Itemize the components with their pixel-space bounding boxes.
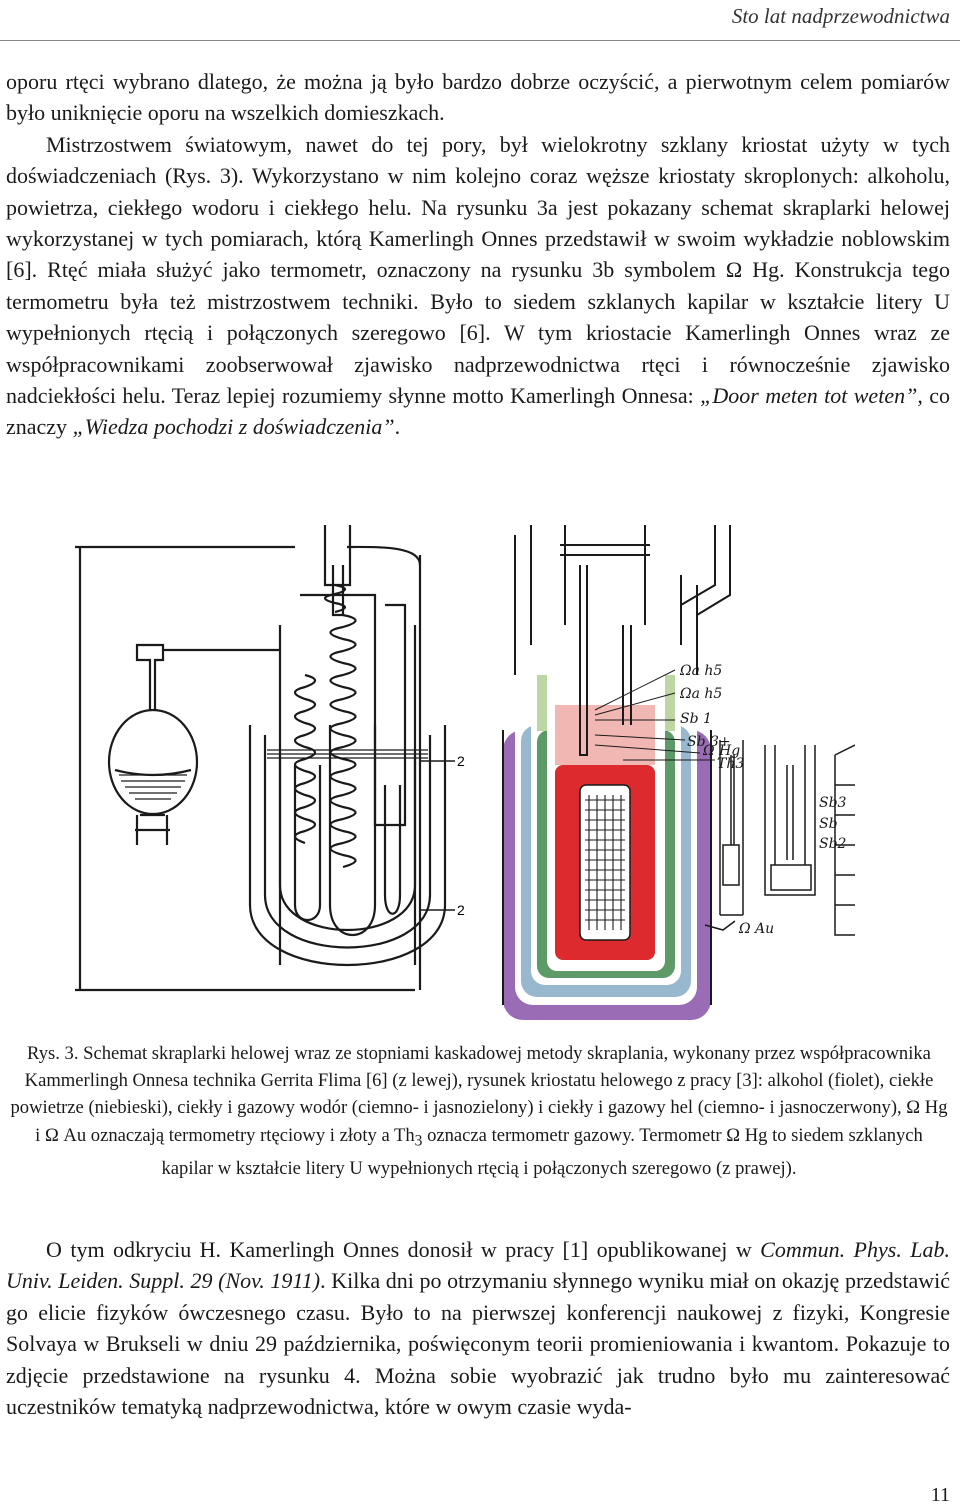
figure-label: Sb2 bbox=[819, 836, 847, 852]
paragraph-2-part-1: O tym odkryciu H. Kamerlingh Onnes donos… bbox=[46, 1237, 761, 1262]
figure-label: Sb bbox=[819, 816, 838, 832]
figure-label: Ωa h5 bbox=[679, 663, 722, 679]
body-paragraph-1: oporu rtęci wybrano dlatego, że można ją… bbox=[6, 66, 950, 443]
figure-3: 2 2 bbox=[75, 525, 855, 1020]
paragraph-1-part-1: oporu rtęci wybrano dlatego, że można ją… bbox=[6, 69, 950, 126]
liquefier-hatching bbox=[119, 749, 428, 800]
figure-label: Ωa h5 bbox=[679, 686, 722, 702]
figure-label: Sb3 bbox=[819, 795, 847, 811]
figure-label: Sb 1 bbox=[680, 711, 712, 727]
liquefier-schematic bbox=[75, 525, 455, 992]
figure-label: Ω Au bbox=[738, 921, 774, 937]
caption-part-2: oznacza termometr gazowy. Termometr Ω Hg… bbox=[161, 1124, 923, 1179]
paragraph-1-part-4: . bbox=[394, 414, 401, 440]
paragraph-2-part-2: . Kilka dni po otrzymaniu słynnego wynik… bbox=[6, 1268, 951, 1420]
figure-label: 2 bbox=[457, 902, 465, 918]
figure-label: Th3 bbox=[717, 756, 744, 772]
caption-part-1: Rys. 3. Schemat skraplarki helowej wraz … bbox=[10, 1043, 948, 1146]
figure-label: Sb 3+ bbox=[687, 734, 731, 750]
body-paragraph-2: O tym odkryciu H. Kamerlingh Onnes donos… bbox=[6, 1234, 950, 1422]
caption-subscript: 3 bbox=[414, 1132, 423, 1150]
paragraph-1-part-3: , co znaczy bbox=[6, 383, 950, 440]
motto-translation: „Wiedza pochodzi z doświadczenia” bbox=[72, 414, 395, 440]
journal-reference: Commun. Phys. Lab. Univ. Leiden. Suppl. … bbox=[6, 1237, 950, 1294]
helium-cryostat bbox=[502, 525, 855, 1020]
motto-text: „Door meten tot weten” bbox=[700, 383, 918, 409]
running-title: Sto lat nadprzewodnictwa bbox=[731, 4, 950, 28]
figure-label: 2 bbox=[457, 753, 465, 769]
page-number: 11 bbox=[930, 1484, 950, 1506]
header-rule bbox=[0, 40, 960, 41]
running-header: Sto lat nadprzewodnictwa bbox=[0, 0, 960, 41]
gaseous-helium-layer bbox=[555, 705, 655, 765]
figure-label: Ω Hg bbox=[702, 743, 740, 759]
paragraph-1-part-2: Mistrzostwem światowym, nawet do tej por… bbox=[6, 131, 950, 409]
figure-caption: Rys. 3. Schemat skraplarki helowej wraz … bbox=[8, 1040, 950, 1182]
